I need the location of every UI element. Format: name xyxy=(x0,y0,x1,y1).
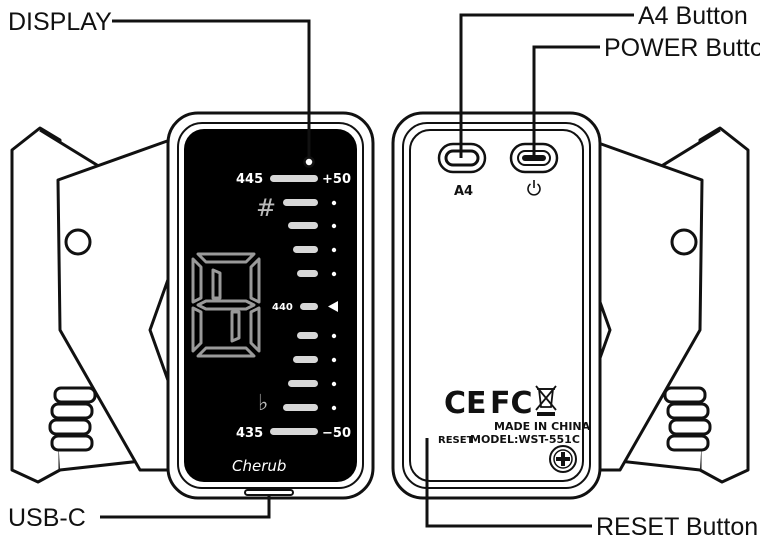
note-display xyxy=(191,252,261,358)
scale-dots xyxy=(331,200,337,411)
usb-c-port xyxy=(244,489,294,496)
segment-right-top xyxy=(249,257,261,304)
bar xyxy=(297,332,318,339)
spring-coil-back xyxy=(663,386,712,452)
crossed-bin-icon xyxy=(535,385,557,416)
ref-mid-label: 440 xyxy=(272,302,293,313)
spring-coil-front xyxy=(48,386,97,452)
segment-inner-right xyxy=(230,310,241,343)
back-device: A4 CE FC MADE IN CHINA RESET MODEL:WST-5… xyxy=(391,111,602,500)
made-in-label: MADE IN CHINA xyxy=(494,420,591,433)
bar-top xyxy=(270,175,318,182)
bar-bottom xyxy=(270,428,318,435)
cents-low-label: −50 xyxy=(322,426,351,441)
scale-bars xyxy=(270,175,318,435)
segment-left-bottom xyxy=(191,306,203,353)
segment-bottom xyxy=(196,346,256,358)
display-leader xyxy=(112,19,311,160)
fc-mark: FC xyxy=(490,386,533,421)
bar xyxy=(293,246,318,253)
reset-label: RESET xyxy=(438,435,474,446)
power-leader xyxy=(532,45,600,158)
brand-logo: Cherub xyxy=(232,457,286,475)
ref-low-label: 435 xyxy=(236,426,263,441)
screw-icon xyxy=(549,445,577,473)
a4-button-callout: A4 Button xyxy=(638,2,748,30)
bar xyxy=(297,270,318,277)
a4-leader xyxy=(459,13,634,158)
flat-symbol: ♭ xyxy=(258,391,268,416)
segment-left-top xyxy=(191,257,203,304)
model-label: MODEL:WST-551C xyxy=(470,433,580,446)
bar-center xyxy=(300,303,318,310)
segment-top xyxy=(196,252,256,264)
a4-label: A4 xyxy=(454,184,473,199)
power-button-callout: POWER Button xyxy=(604,34,760,62)
display-screen xyxy=(184,129,357,482)
usb-leader xyxy=(100,496,271,519)
usb-c-callout: USB-C xyxy=(8,504,86,532)
segment-inner-left xyxy=(211,268,222,300)
bar xyxy=(283,199,318,206)
segment-right-bottom xyxy=(249,306,261,353)
triangle-left-icon xyxy=(328,301,338,312)
segment-middle xyxy=(196,299,256,311)
reset-button-callout: RESET Button xyxy=(596,513,758,541)
front-device: 445 +50 440 435 −50 # ♭ Cherub xyxy=(166,111,375,500)
front-clip xyxy=(10,126,202,484)
callout-lines xyxy=(100,13,634,528)
cents-high-label: +50 xyxy=(322,172,351,187)
ref-high-label: 445 xyxy=(236,172,263,187)
bar xyxy=(288,222,318,229)
ce-mark: CE xyxy=(444,386,487,421)
sharp-symbol: # xyxy=(256,194,276,222)
reset-leader xyxy=(425,438,592,528)
display-callout: DISPLAY xyxy=(8,8,112,36)
bar xyxy=(293,356,318,363)
power-icon xyxy=(527,180,541,196)
bar xyxy=(283,404,318,411)
display-leader-dot xyxy=(303,156,315,168)
bar xyxy=(288,380,318,387)
